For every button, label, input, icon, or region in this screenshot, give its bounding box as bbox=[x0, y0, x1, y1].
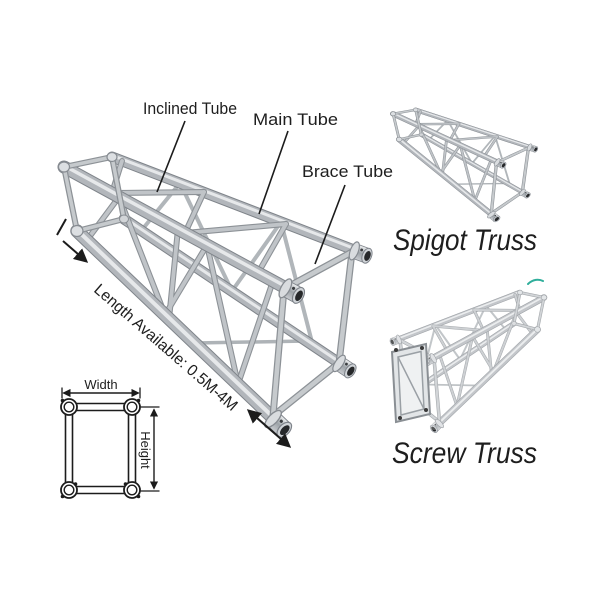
part-annotations: Inclined Tube Main Tube Brace Tube bbox=[143, 99, 393, 265]
length-tick-mark bbox=[56, 218, 67, 236]
cross-section-height-label: Height bbox=[138, 431, 153, 469]
spigot-truss-label: Spigot Truss bbox=[393, 224, 537, 257]
screw-truss-label: Screw Truss bbox=[392, 437, 537, 470]
length-arrow-left bbox=[62, 240, 89, 263]
length-arrow-right bbox=[246, 409, 292, 448]
main-tube-label: Main Tube bbox=[253, 110, 338, 129]
corner-tube-circles bbox=[60, 398, 141, 499]
cross-section-width-label: Width bbox=[84, 377, 117, 392]
brace-tube-leader-line bbox=[314, 184, 346, 265]
cross-section-diagram: Width bbox=[60, 377, 160, 499]
main-tube-leader-line bbox=[258, 130, 289, 215]
screw-truss-image bbox=[383, 278, 553, 435]
teal-artifact-mark bbox=[527, 278, 544, 285]
brace-tube-label: Brace Tube bbox=[302, 162, 393, 181]
screw-truss-end-plate bbox=[390, 342, 432, 424]
spigot-truss-image bbox=[390, 108, 539, 224]
inclined-tube-leader-line bbox=[156, 120, 186, 193]
inclined-tube-label: Inclined Tube bbox=[143, 99, 237, 118]
